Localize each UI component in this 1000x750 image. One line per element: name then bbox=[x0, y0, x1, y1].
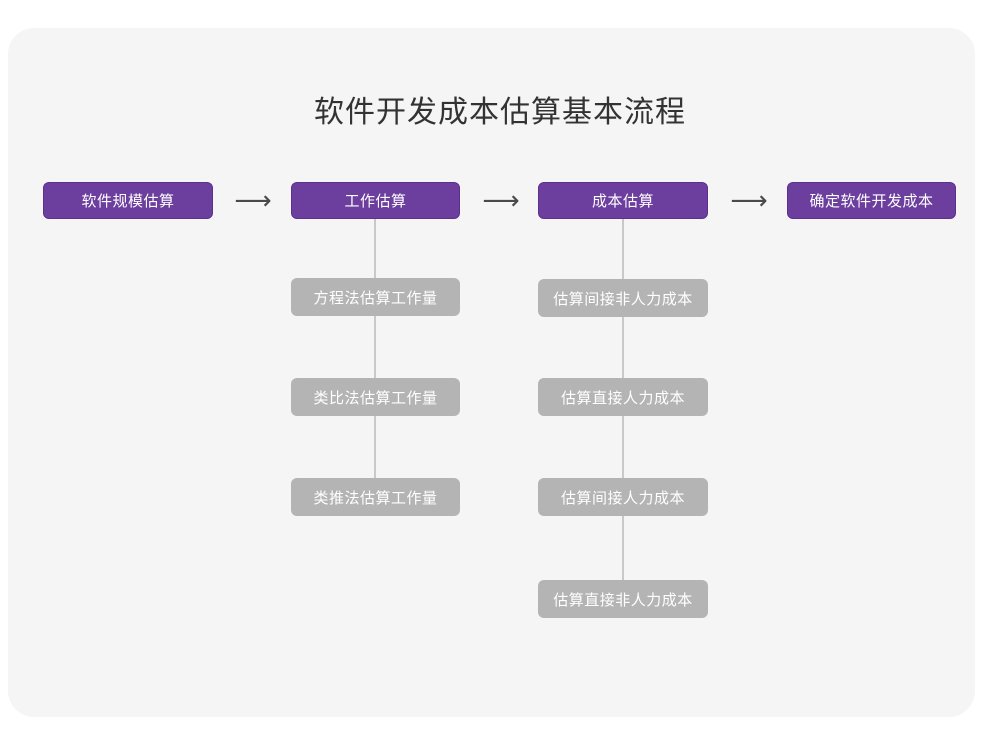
stage-box-1[interactable]: 软件规模估算 bbox=[43, 182, 213, 219]
page-title: 软件开发成本估算基本流程 bbox=[314, 96, 686, 129]
stage-box-3[interactable]: 成本估算 bbox=[538, 182, 708, 219]
sub-box-stage2-2[interactable]: 类比法估算工作量 bbox=[291, 378, 460, 416]
connector-line-col3-c bbox=[622, 416, 624, 478]
connector-line-col3-b bbox=[622, 317, 624, 378]
connector-line-col3-d bbox=[622, 516, 624, 580]
sub-box-stage2-1[interactable]: 方程法估算工作量 bbox=[291, 278, 460, 316]
arrow-icon-stage2-to-stage3: ⟶ bbox=[482, 186, 520, 216]
stage-box-4[interactable]: 确定软件开发成本 bbox=[787, 182, 956, 219]
sub-box-stage3-1[interactable]: 估算间接非人力成本 bbox=[538, 279, 708, 317]
sub-box-stage3-2[interactable]: 估算直接人力成本 bbox=[538, 378, 708, 416]
arrow-icon-stage3-to-stage4: ⟶ bbox=[730, 186, 768, 216]
connector-line-col3-a bbox=[622, 219, 624, 279]
connector-line-col2-a bbox=[374, 219, 376, 278]
diagram-card bbox=[8, 28, 975, 717]
sub-box-stage3-3[interactable]: 估算间接人力成本 bbox=[538, 478, 708, 516]
sub-box-stage2-3[interactable]: 类推法估算工作量 bbox=[291, 478, 460, 516]
stage-box-2[interactable]: 工作估算 bbox=[291, 182, 460, 219]
connector-line-col2-b bbox=[374, 316, 376, 378]
arrow-icon-stage1-to-stage2: ⟶ bbox=[234, 186, 272, 216]
connector-line-col2-c bbox=[374, 416, 376, 478]
sub-box-stage3-4[interactable]: 估算直接非人力成本 bbox=[538, 580, 708, 618]
